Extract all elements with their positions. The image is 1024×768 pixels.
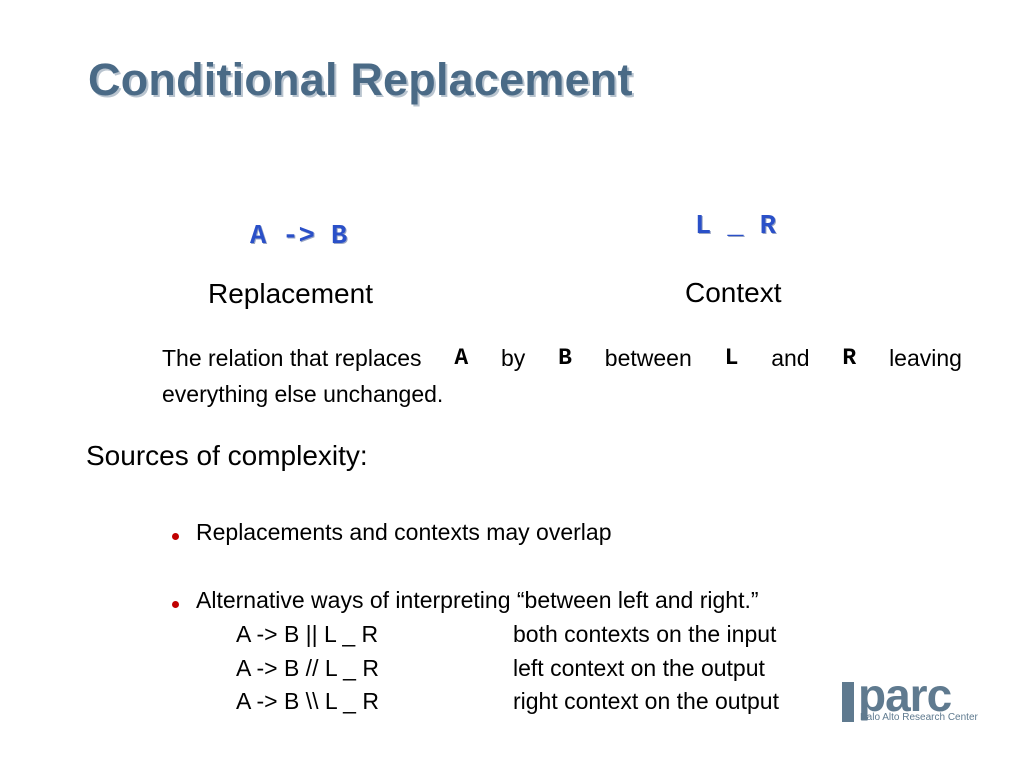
description-line-1: The relation that replaces A by B betwee… xyxy=(162,340,962,376)
replacement-rule: A -> B xyxy=(250,222,348,252)
desc-word: leaving xyxy=(889,345,962,371)
example-rule: A -> B || L _ R xyxy=(236,621,379,647)
logo-wordmark: parc xyxy=(858,669,952,721)
desc-word: between xyxy=(604,345,692,371)
replacement-caption: Replacement xyxy=(208,278,373,309)
logo-tagline: Palo Alto Research Center xyxy=(860,712,978,723)
sources-heading: Sources of complexity: xyxy=(86,440,368,471)
example-rule: A -> B \\ L _ R xyxy=(236,688,379,714)
bullet-dot-icon xyxy=(172,601,179,608)
bullet-item: Replacements and contexts may overlap xyxy=(196,519,612,545)
bullet-dot-icon xyxy=(172,533,179,540)
parc-logo: parc Palo Alto Research Center xyxy=(842,669,984,726)
desc-word: by xyxy=(501,345,526,371)
context-caption: Context xyxy=(685,277,782,308)
context-rule: L _ R xyxy=(695,212,777,242)
relation-description: The relation that replaces A by B betwee… xyxy=(162,340,962,412)
example-meaning: right context on the output xyxy=(513,688,779,714)
bullet-item: Alternative ways of interpreting “betwee… xyxy=(196,587,759,613)
logo-bar-icon xyxy=(842,682,854,722)
example-meaning: left context on the output xyxy=(513,655,765,681)
desc-code-r: R xyxy=(842,345,857,371)
example-meaning: both contexts on the input xyxy=(513,621,777,647)
desc-word: and xyxy=(771,345,810,371)
desc-code-b: B xyxy=(558,345,572,371)
desc-word: The relation that replaces xyxy=(162,345,422,371)
description-line-2: everything else unchanged. xyxy=(162,381,444,407)
desc-code-a: A xyxy=(454,345,469,371)
example-rule: A -> B // L _ R xyxy=(236,655,379,681)
slide-title: Conditional Replacement xyxy=(88,54,633,105)
desc-code-l: L xyxy=(724,345,739,371)
